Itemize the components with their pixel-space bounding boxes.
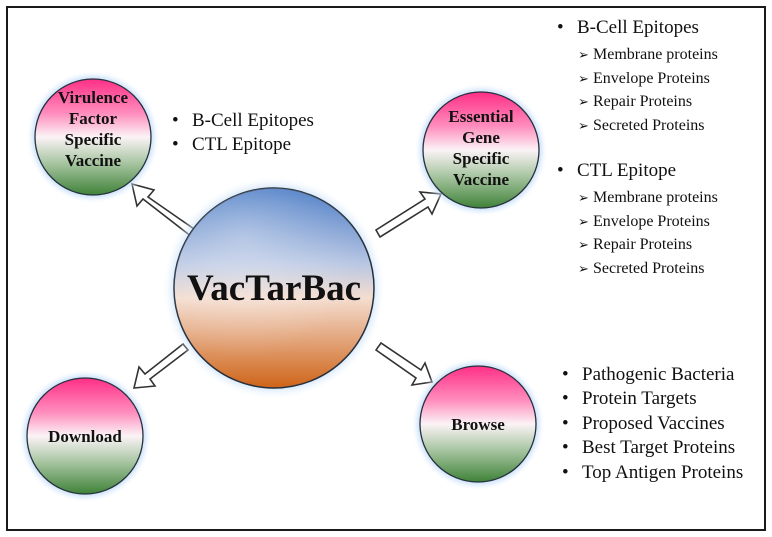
virulence-label-line-2: Factor	[69, 109, 118, 128]
list-item: Secreted Proteins	[578, 114, 718, 138]
essential-label-line-1: Essential	[448, 107, 513, 126]
list-item: Secreted Proteins	[578, 257, 718, 281]
list-item: Membrane proteins	[578, 43, 718, 67]
essential-label-line-4: Vaccine	[453, 170, 509, 189]
list-item: Membrane proteins	[578, 186, 718, 210]
diagram-frame	[6, 6, 766, 531]
list-item: CTL Epitope	[170, 133, 314, 158]
virulence-label-line-3: Specific	[65, 130, 122, 149]
list-item: Envelope Proteins	[578, 67, 718, 91]
essential-bcell-sublist: Membrane proteins Envelope Proteins Repa…	[578, 43, 718, 137]
list-item: Protein Targets	[560, 387, 743, 412]
virulence-node[interactable]: Virulence Factor Specific Vaccine	[26, 70, 160, 204]
essential-ctl-heading: CTL Epitope	[555, 159, 676, 184]
center-label: VacTarBac	[187, 268, 361, 309]
browse-node[interactable]: Browse	[411, 357, 545, 491]
arrow-to-download	[132, 342, 190, 389]
list-item: Top Antigen Proteins	[560, 461, 743, 486]
list-item: Pathogenic Bacteria	[560, 363, 743, 388]
essential-node[interactable]: Essential Gene Specific Vaccine	[414, 83, 548, 217]
virulence-label-line-4: Vaccine	[65, 151, 121, 170]
browse-label: Browse	[451, 415, 505, 434]
virulence-label-line-1: Virulence	[58, 88, 129, 107]
essential-bcell-heading: B-Cell Epitopes	[555, 16, 699, 41]
essential-label-line-3: Specific	[453, 149, 510, 168]
download-node[interactable]: Download	[18, 369, 152, 503]
arrow-to-browse	[374, 341, 434, 387]
download-label: Download	[48, 427, 122, 446]
center-node: VacTarBac	[162, 176, 386, 400]
list-item: Envelope Proteins	[578, 210, 718, 234]
list-item: Repair Proteins	[578, 90, 718, 114]
list-item: B-Cell Epitopes	[555, 16, 699, 41]
arrow-to-essential	[374, 191, 443, 239]
browse-list: Pathogenic Bacteria Protein Targets Prop…	[560, 363, 743, 485]
list-item: B-Cell Epitopes	[170, 109, 314, 134]
list-item: CTL Epitope	[555, 159, 676, 184]
virulence-epitope-list: B-Cell Epitopes CTL Epitope	[170, 109, 314, 158]
essential-label-line-2: Gene	[462, 128, 500, 147]
list-item: Repair Proteins	[578, 233, 718, 257]
essential-ctl-sublist: Membrane proteins Envelope Proteins Repa…	[578, 186, 718, 280]
list-item: Best Target Proteins	[560, 436, 743, 461]
list-item: Proposed Vaccines	[560, 412, 743, 437]
